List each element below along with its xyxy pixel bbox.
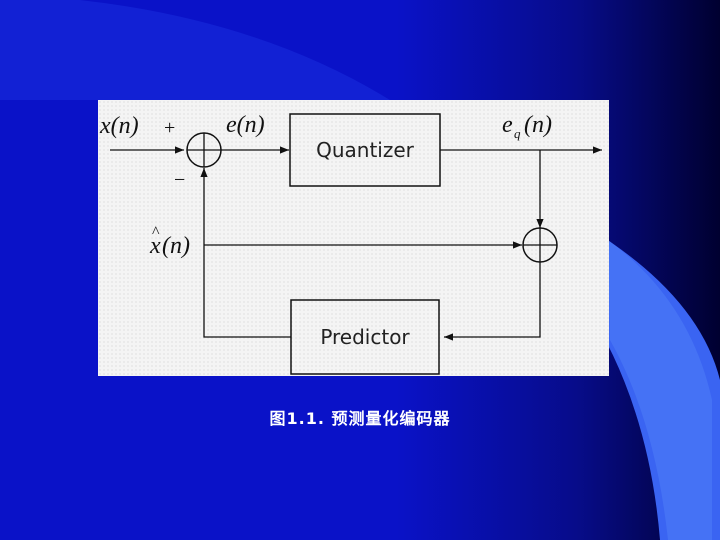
svg-text:(n): (n) [162, 233, 190, 259]
predictor-feedback-arrow [200, 168, 291, 338]
input-signal-label: x(n) [99, 113, 139, 139]
predictor-label: Predictor [320, 325, 410, 349]
svg-text:(n): (n) [524, 112, 552, 138]
minus-sign: − [174, 169, 185, 191]
error-signal-label: e(n) [226, 112, 265, 138]
predictive-quantizer-diagram: Quantizer Predictor x(n) + − e(n) e q (n… [99, 112, 602, 375]
prediction-signal-label: x ^ (n) [149, 224, 190, 259]
svg-text:^: ^ [152, 224, 160, 241]
plus-sign: + [164, 117, 175, 139]
input-summing-junction [186, 132, 222, 168]
svg-text:e: e [502, 112, 513, 138]
quantizer-label: Quantizer [316, 138, 415, 162]
quantized-error-label: e q (n) [502, 112, 552, 141]
block-diagram-panel: Quantizer Predictor x(n) + − e(n) e q (n… [98, 100, 609, 376]
reconstruction-summing-junction [522, 227, 558, 263]
svg-text:x: x [149, 233, 161, 259]
svg-text:q: q [514, 126, 521, 141]
figure-caption: 图1.1. 预测量化编码器 [269, 409, 451, 428]
reconstruction-feedback-arrow [444, 262, 541, 341]
